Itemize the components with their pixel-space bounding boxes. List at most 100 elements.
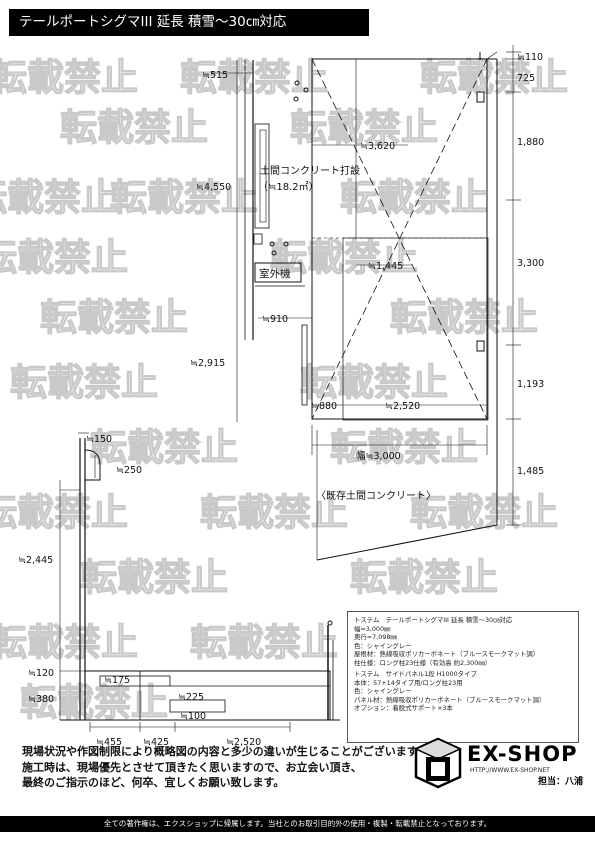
dim-label: 幅≒3,000 bbox=[356, 450, 401, 462]
spec-line: 色：シャイングレー bbox=[354, 641, 412, 650]
notes: 現場状況や作図制限により概略図の内容と多少の違いが生じることがございます。 施工… bbox=[22, 744, 428, 791]
roof-brace-diagonal bbox=[311, 58, 488, 420]
spec-line: パネル材：熱線吸収ポリカーボネート（ブルースモークマット調） bbox=[354, 695, 546, 704]
title-bar: テールポートシグマIII 延長 積雪～30㎝対応 bbox=[9, 9, 369, 36]
dim-label: ≒455 bbox=[96, 737, 122, 748]
spec-box: トステム テールポートシグマIII 延長 積雪～30㎝対応 幅=3,000㎜ 奥… bbox=[347, 611, 579, 743]
spec-line: トステム テールポートシグマIII 延長 積雪～30㎝対応 bbox=[354, 616, 513, 624]
logo-name: EX-SHOP bbox=[467, 742, 578, 766]
roof-corner bbox=[486, 51, 498, 60]
watermark-text: 転載禁止 bbox=[80, 556, 228, 599]
dimension-labels: ≒515 ≒3,620 ≒4,550 土間コンクリート打設 （≒18.2㎡） ≒… bbox=[18, 52, 544, 748]
ac-unit-label: 室外機 bbox=[259, 267, 291, 280]
watermark-text: 転載禁止 bbox=[10, 361, 158, 404]
footer: 全ての著作権は、エクスショップに帰属します。当社とのお取引目的外の使用・複製・転… bbox=[0, 816, 595, 832]
dim-label: ≒3,620 bbox=[360, 141, 395, 152]
watermark-text: 転載禁止 bbox=[350, 556, 498, 599]
side-panel bbox=[301, 324, 308, 406]
dim-label: ≒2,915 bbox=[190, 358, 225, 369]
watermark-text: 転載禁止 bbox=[290, 106, 438, 149]
staff-label: 担当：八浦 bbox=[538, 777, 584, 787]
watermark-text: 転載禁止 bbox=[200, 491, 348, 534]
logo-url: HTTP://WWW.EX-SHOP.NET bbox=[470, 767, 550, 774]
spec-line: トステム サイドパネル1段 H1000タイプ bbox=[354, 670, 477, 678]
spec-line: 色：シャイングレー bbox=[354, 687, 412, 695]
dim-label: ≒110 bbox=[517, 52, 543, 63]
concrete-area-label: （≒18.2㎡） bbox=[258, 181, 319, 193]
watermark-text: 転載禁止 bbox=[20, 681, 168, 724]
dim-label: ≒120 bbox=[28, 668, 54, 679]
dim-label: ≒175 bbox=[104, 675, 130, 686]
watermark-text: 転載禁止 bbox=[90, 426, 238, 469]
dim-label: ≒910 bbox=[262, 314, 288, 325]
spec-line: 幅=3,000㎜ bbox=[354, 624, 391, 633]
spec-line: オプション：着脱式サポート×3本 bbox=[354, 704, 453, 712]
spec-line: 奥行=7,098㎜ bbox=[354, 633, 397, 641]
column-post bbox=[476, 91, 485, 103]
roof-brace-diagonal bbox=[311, 58, 488, 420]
watermark-text: 転載禁止 bbox=[0, 236, 128, 279]
carport-roof bbox=[311, 58, 488, 420]
dim-label: 1,193 bbox=[517, 379, 544, 390]
copyright-text: 全ての著作権は、エクスショップに帰属します。当社とのお取引目的外の使用・複製・転… bbox=[103, 819, 492, 828]
drawing-title: テールポートシグマIII 延長 積雪～30㎝対応 bbox=[19, 14, 287, 30]
watermark: 転載禁止 転載禁止 転載禁止 転載禁止 転載禁止 転載禁止 転載禁止 転載禁止 … bbox=[0, 55, 569, 724]
spec-line: 柱仕様：ロング柱23仕様（有効高 約2,300㎜） bbox=[354, 658, 492, 667]
watermark-text: 転載禁止 bbox=[330, 426, 478, 469]
utility-point bbox=[283, 241, 289, 247]
utility-point bbox=[303, 87, 309, 93]
watermark-text: 転載禁止 bbox=[0, 56, 138, 99]
watermark-text: 転載禁止 bbox=[190, 621, 338, 664]
dim-label: ≒150 bbox=[86, 434, 112, 445]
window-frame bbox=[254, 123, 270, 229]
watermark-text: 転載禁止 bbox=[270, 236, 418, 279]
dim-label: ≒2,520 bbox=[385, 401, 420, 412]
panel-base bbox=[169, 699, 226, 713]
watermark-text: 転載禁止 bbox=[40, 296, 188, 339]
dim-label: ≒225 bbox=[178, 692, 204, 703]
note-line: 現場状況や作図制限により概略図の内容と多少の違いが生じることがございます。 bbox=[22, 745, 428, 758]
dim-label: ≒2,520 bbox=[226, 737, 261, 748]
watermark-text: 転載禁止 bbox=[60, 106, 208, 149]
dim-label: ≒2,445 bbox=[18, 555, 53, 566]
plan-lines bbox=[59, 45, 521, 732]
window-frame-inner bbox=[259, 129, 267, 223]
watermark-text: 転載禁止 bbox=[340, 176, 488, 219]
watermark-text: 転載禁止 bbox=[180, 56, 328, 99]
dim-label: 1,880 bbox=[517, 137, 544, 148]
elevation-roof-profile bbox=[84, 449, 101, 481]
wall-box bbox=[253, 233, 263, 245]
existing-concrete-edge bbox=[316, 524, 498, 561]
dim-label: ≒100 bbox=[180, 711, 206, 722]
dim-label: ≒380 bbox=[28, 694, 54, 705]
watermark-text: 転載禁止 bbox=[300, 361, 448, 404]
ac-unit-box bbox=[254, 262, 302, 283]
dim-label: 725 bbox=[517, 73, 535, 84]
spec-line: 本体：57+14タイプ用/ロング柱23用 bbox=[354, 678, 463, 687]
concrete-area bbox=[342, 237, 489, 421]
column-post bbox=[476, 340, 485, 352]
watermark-text: 転載禁止 bbox=[0, 491, 128, 534]
watermark-text: 転載禁止 bbox=[0, 176, 118, 219]
utility-point bbox=[293, 96, 299, 102]
post-cap bbox=[327, 620, 333, 626]
dim-label: ≒880 bbox=[311, 401, 337, 412]
dim-label: ≒250 bbox=[116, 465, 142, 476]
dim-label: ≒1,445 bbox=[368, 261, 403, 272]
dim-label: ≒4,550 bbox=[196, 182, 231, 193]
dim-label: 1,485 bbox=[517, 466, 544, 477]
panel-rail bbox=[99, 675, 171, 687]
exshop-logo-icon bbox=[414, 737, 462, 789]
dim-label: ≒425 bbox=[143, 737, 169, 748]
watermark-text: 転載禁止 bbox=[0, 621, 138, 664]
concrete-label: 土間コンクリート打設 bbox=[260, 164, 360, 177]
utility-point bbox=[294, 80, 300, 86]
existing-concrete-label: 〈既存土間コンクリート〉 bbox=[316, 489, 436, 502]
utility-point bbox=[271, 250, 277, 256]
dim-label: 3,300 bbox=[517, 258, 544, 269]
dim-label: ≒515 bbox=[202, 70, 228, 81]
watermark-text: 転載禁止 bbox=[110, 176, 258, 219]
spec-line: 屋根材：熱線吸収ポリカーボネート（ブルースモークマット調） bbox=[354, 650, 540, 658]
note-line: 最終のご指示のほど、何卒、宜しくお願い致します。 bbox=[22, 776, 285, 789]
